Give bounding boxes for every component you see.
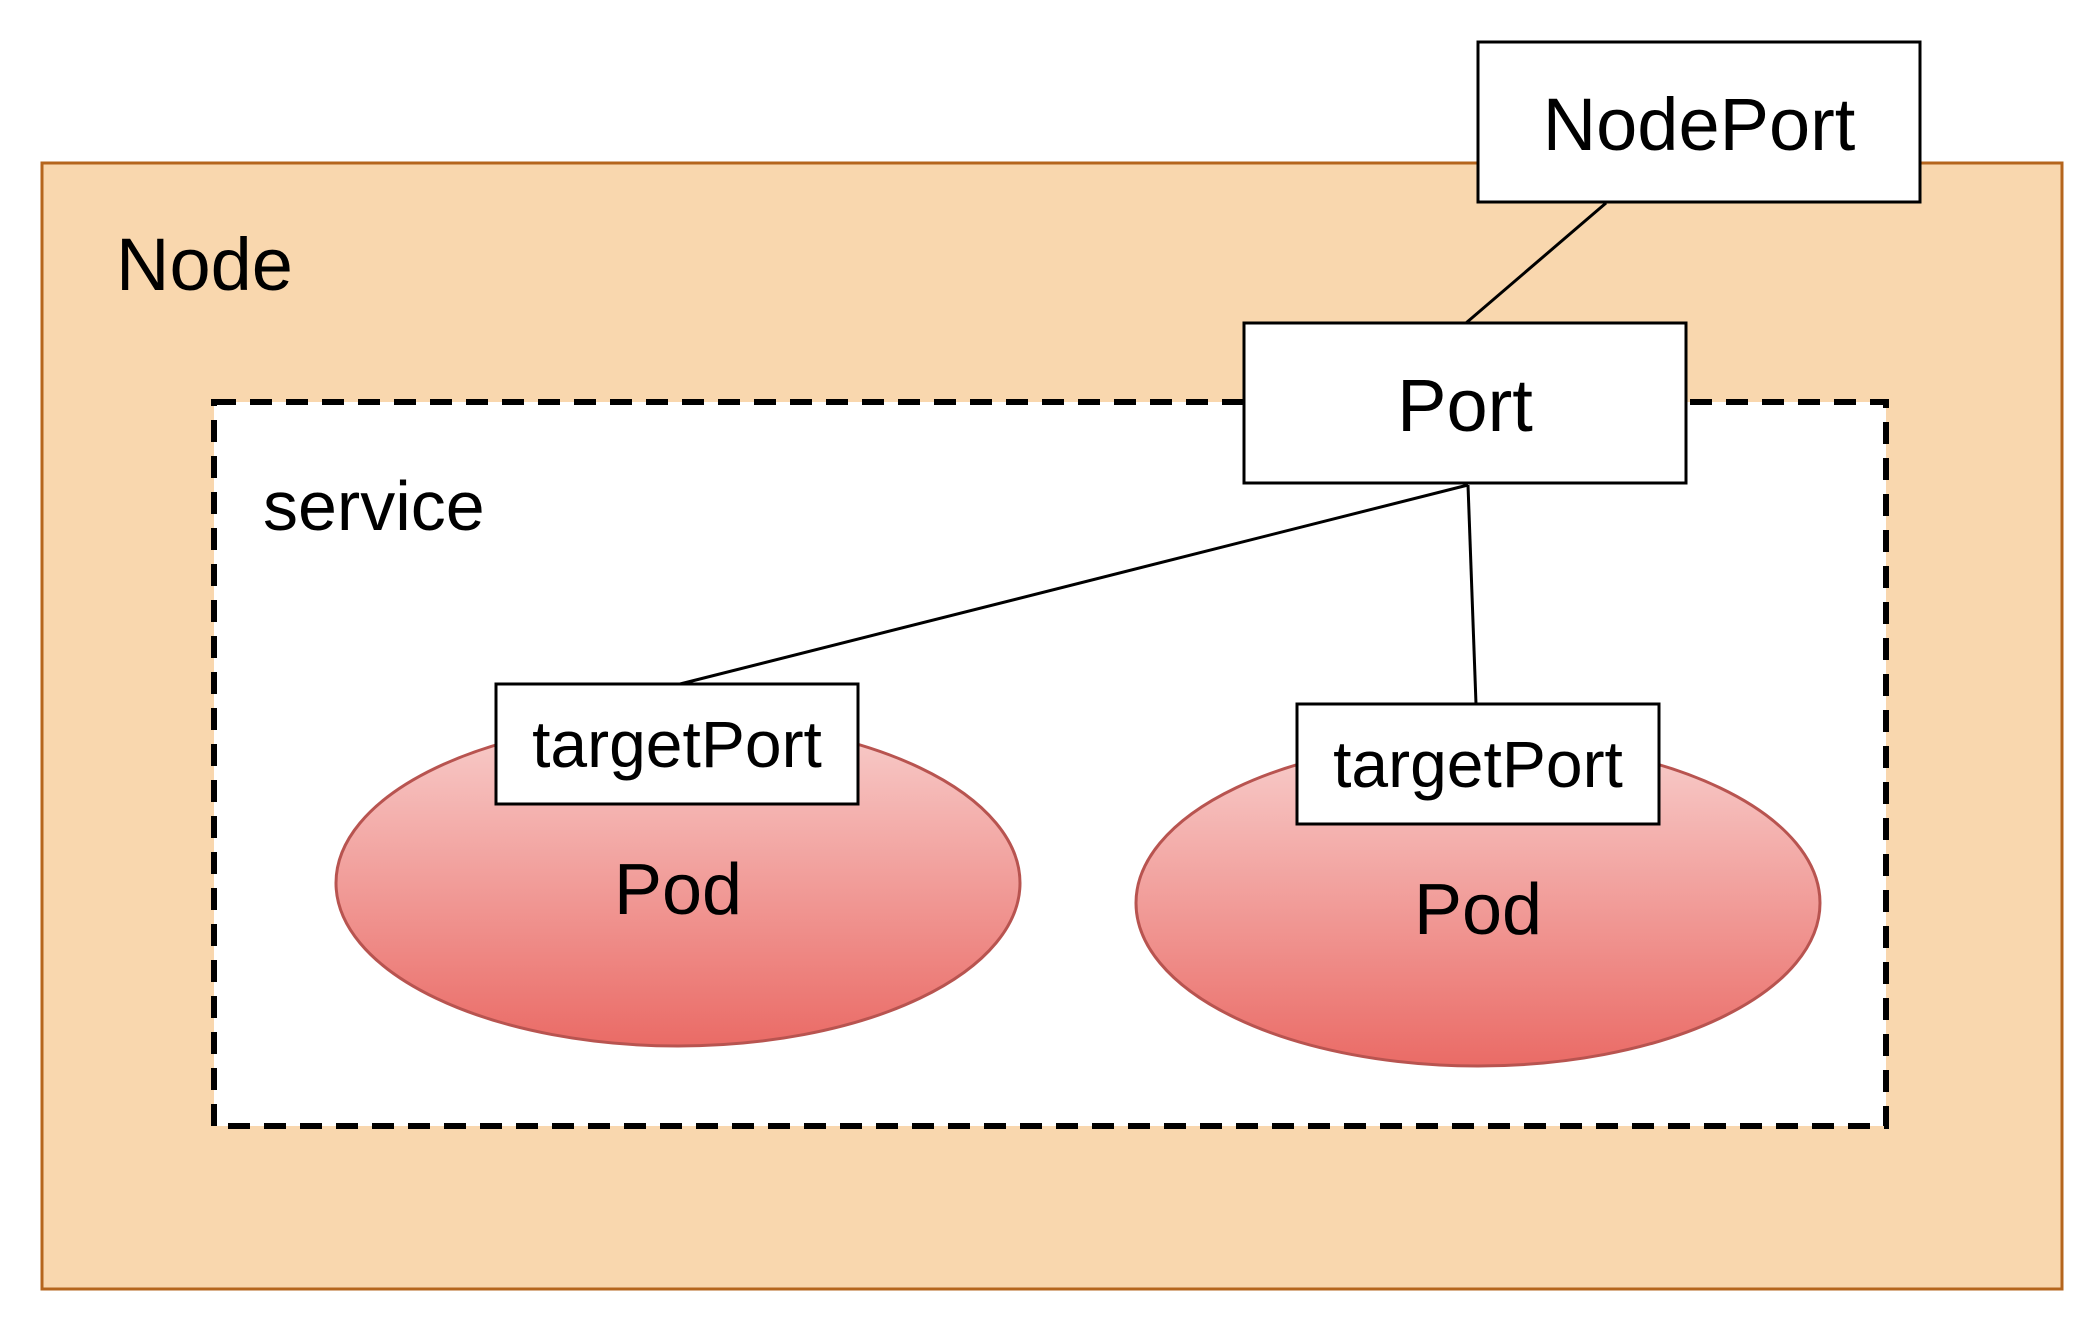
target-port-box (494, 682, 860, 806)
pod-label: Pod (614, 850, 742, 930)
node-port-box (1476, 40, 1922, 204)
connector-port-targetport-2 (1466, 484, 1478, 705)
target-port-label: targetPort (1333, 727, 1623, 801)
connector-port-targetport-1 (679, 483, 1469, 686)
connector-nodeport-port (1465, 201, 1607, 325)
service-label: service (263, 467, 485, 545)
node-port-label: NodePort (1543, 83, 1856, 166)
port-box (1242, 321, 1688, 485)
node-label: Node (116, 223, 293, 306)
target-port-box (1295, 702, 1661, 826)
port-label: Port (1397, 364, 1533, 447)
pod-label: Pod (1414, 870, 1542, 950)
target-port-label: targetPort (532, 707, 822, 781)
